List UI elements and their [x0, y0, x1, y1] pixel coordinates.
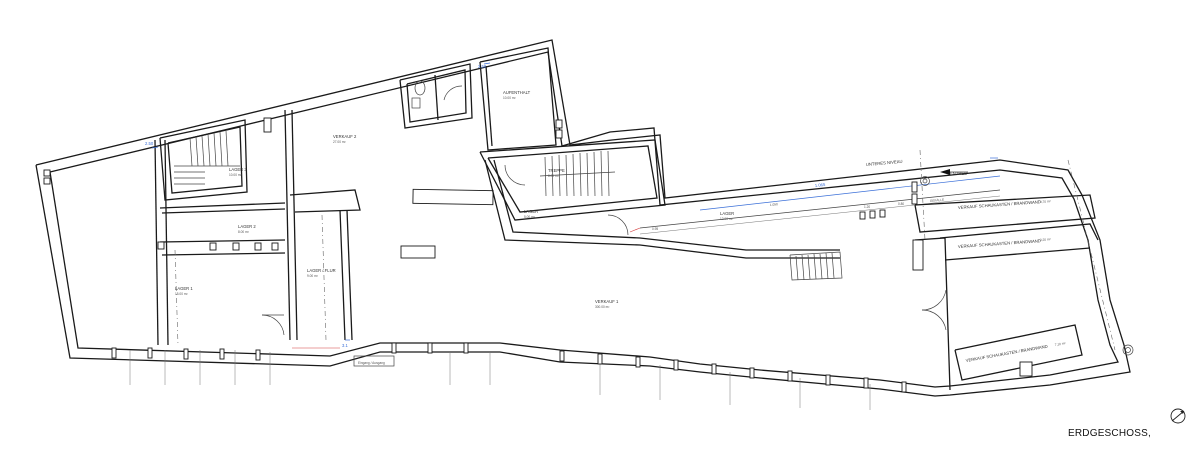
middle-walls [399, 47, 840, 259]
facade-piers [111, 342, 907, 410]
drawing-title: ERDGESCHOSS, [1068, 428, 1151, 439]
dimension-main: 1.050 [770, 202, 779, 207]
dimension-small-2: 0.80 [898, 202, 904, 206]
central-stair [479, 139, 1001, 281]
room-area-verkauf1: 300.00 m² [595, 305, 609, 309]
dimension-upper: 1.065 [815, 182, 827, 188]
room-label-lager2: LAGER 2 [238, 224, 256, 229]
room-area-treppe: 8.00 m² [548, 174, 559, 178]
blue-mark-3: 3.1 [342, 343, 348, 348]
room-label-lager1: LAGER 1 [175, 286, 193, 291]
stair-lower [789, 251, 843, 281]
gallery-label: UNTERES NIVEAU [866, 159, 903, 167]
grade-note: GEFÄLLE [930, 198, 945, 203]
room-area-lager1: 15.00 m² [175, 292, 188, 296]
room-label-lager-links: LAGER [524, 209, 538, 214]
room-label-lager-mitte: LAGER [720, 211, 734, 216]
blue-marks [151, 62, 998, 341]
building-outline [35, 39, 1131, 397]
room-label-verkauf2: VERKAUF 2 [333, 134, 357, 139]
right-wing-walls [859, 169, 1134, 391]
dimension-labels: 1.050 1.065 1.20 0.80 0.95 2.50 2.50 3.1 [145, 64, 904, 348]
room-area-aufenthalt: 10.00 m² [503, 96, 516, 100]
north-arrow-icon [1170, 408, 1186, 424]
room-area-verkauf2: 27.00 m² [333, 140, 346, 144]
room-area-lager-mitte: 12.00 m² [720, 217, 733, 221]
room-area-lager2: 8.00 m² [238, 230, 249, 234]
room-label-treppe: TREPPE [548, 168, 565, 173]
room-label-reg1: VERKAUF SCHAUKASTEN / BRANDWAND [958, 199, 1041, 210]
axis-lines [174, 149, 1116, 351]
room-area-reg2: 3,20 m² [1040, 237, 1051, 242]
room-label-entree: ENTREE [950, 171, 967, 176]
left-wing-walls [43, 109, 361, 346]
dimension-small-3: 0.95 [652, 227, 658, 231]
blue-mark-1: 2.50 [145, 141, 154, 146]
room-label-reg3: VERKAUF SCHAUKASTEN / BRANDWAND [965, 344, 1048, 363]
room-label-verkauf1: VERKAUF 1 [595, 299, 619, 304]
room-label-lager-flur: LAGER / FLUR [307, 268, 336, 273]
stair-left [174, 130, 240, 185]
room-area-lager3: 10.00 m² [229, 173, 242, 177]
dimension-small-1: 1.20 [864, 205, 870, 209]
room-area-reg3: 7,10 m² [1054, 341, 1065, 347]
room-area-reg1: 3,70 m² [1040, 199, 1051, 204]
room-label-aufenthalt: AUFENTHALT [503, 90, 531, 95]
blue-mark-2: 2.50 [478, 64, 487, 69]
room-label-lager3: LAGER 3 [229, 167, 247, 172]
entrance-note: Eingang / Ausgang [358, 361, 385, 365]
room-area-lager-links: 5.00 m² [524, 215, 535, 219]
room-labels: VERKAUF 2 27.00 m² VERKAUF 1 300.00 m² L… [175, 90, 1066, 365]
room-label-reg2: VERKAUF SCHAUKASTEN / BRANDWAND [958, 238, 1041, 249]
room-area-lager-flur: 9.00 m² [307, 274, 318, 278]
